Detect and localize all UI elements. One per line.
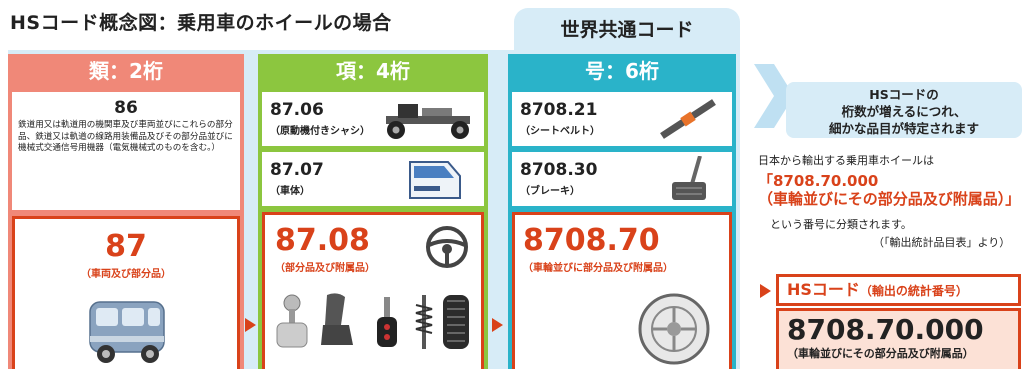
kou-entry-8706: 87.06 （原動機付きシャシ） — [262, 92, 484, 146]
wheel-rim-icon — [638, 293, 710, 365]
gou-entry-code: 8708.21 — [520, 100, 598, 120]
car-key-icon — [377, 297, 397, 347]
car-icon — [89, 301, 165, 363]
column-kou-header: 項：4桁 — [336, 59, 410, 83]
kou-entry-sub: （原動機付きシャシ） — [270, 126, 370, 137]
hs-code-label: HSコード（輸出の統計番号） — [776, 274, 1021, 306]
seatbelt-icon — [660, 99, 716, 139]
chassis-icon — [386, 104, 470, 139]
export-note-source: （「輸出統計品目表」より） — [873, 236, 1011, 249]
steering-wheel-icon — [426, 226, 468, 268]
rui-highlight-sub: （車両及び部分品） — [81, 269, 171, 280]
export-note-code-line: 「8708.70.000 — [758, 172, 879, 190]
column-gou: 号：6桁 8708.21 （シートベルト） 8708.30 （ブレーキ） 870… — [508, 54, 736, 369]
kou-highlight-code: 87.08 — [275, 223, 370, 258]
kou-entry-8707: 87.07 （車体） — [262, 152, 484, 206]
arrow-rui-to-kou — [245, 318, 256, 332]
column-kou: 項：4桁 87.06 （原動機付きシャシ） 87.07 （車体） 87.08 — [258, 54, 488, 369]
arrow-kou-to-gou — [492, 318, 503, 332]
gou-entry-870830: 8708.30 （ブレーキ） — [512, 152, 732, 206]
tire-icon — [443, 295, 469, 349]
arrow-to-hs-code — [760, 284, 771, 298]
rui-entry-code: 86 — [114, 98, 138, 118]
right-message-line: 細かな品目が特定されます — [828, 121, 979, 136]
kou-highlight-8708: 87.08 （部分品及び附属品） — [262, 212, 484, 369]
rui-highlight-87: 87 （車両及び部分品） — [12, 216, 240, 369]
column-rui: 類：2桁 86 鉄道用又は軌道用の機関車及び車両並びにこれらの部分品、鉄道又は軌… — [8, 54, 244, 369]
hs-code-final: 8708.70.000 — [787, 313, 984, 346]
rui-highlight-code: 87 — [105, 229, 147, 264]
kou-highlight-sub: （部分品及び附属品） — [275, 263, 375, 274]
export-note: 日本から輸出する乗用車ホイールは — [758, 154, 934, 167]
gear-shifter-icon — [276, 294, 308, 348]
export-note-classified: という番号に分類されます。 — [770, 218, 912, 231]
gou-entry-code: 8708.30 — [520, 160, 598, 180]
right-message-box: HSコードの 桁数が増えるにつれ、 細かな品目が特定されます — [786, 82, 1022, 138]
rui-entry-desc: 鉄道用又は軌道用の機関車及び車両並びにこれらの部分品、鉄道又は軌道の線路用装備品… — [18, 120, 233, 153]
kou-entry-sub: （車体） — [270, 186, 310, 197]
right-message-line: HSコードの — [869, 87, 939, 102]
common-code-tab: 世界共通コード — [514, 8, 740, 50]
gou-highlight-870870: 8708.70 （車輪並びに部分品及び附属品） — [512, 212, 732, 369]
export-note-code: 「8708.70.000 （車輪並びにその部分品及び附属品）」 — [758, 172, 1020, 208]
shock-absorber-icon — [415, 295, 433, 349]
gou-entry-870821: 8708.21 （シートベルト） — [512, 92, 732, 146]
page-title: HSコード概念図：乗用車のホイールの場合 — [10, 12, 392, 34]
gou-entry-sub: （シートベルト） — [520, 126, 600, 137]
car-seat-icon — [321, 293, 353, 345]
gou-highlight-code: 8708.70 — [523, 223, 660, 258]
gou-highlight-sub: （車輪並びに部分品及び附属品） — [523, 263, 673, 274]
big-arrow-right — [754, 64, 794, 128]
column-rui-header: 類：2桁 — [89, 59, 163, 83]
export-note-code-line: （車輪並びにその部分品及び附属品）」 — [758, 190, 1021, 208]
kou-entry-code: 87.07 — [270, 160, 324, 180]
rui-entry-86: 86 鉄道用又は軌道用の機関車及び車両並びにこれらの部分品、鉄道又は軌道の線路用… — [12, 92, 240, 210]
gou-entry-sub: （ブレーキ） — [520, 186, 580, 197]
hs-code-final-sub: （車輪並びにその部分品及び附属品） — [787, 347, 974, 360]
hs-code-label-small: （輸出の統計番号） — [859, 284, 968, 298]
hs-code-label-main: HSコード — [787, 280, 860, 299]
right-message-line: 桁数が増えるにつれ、 — [841, 104, 967, 119]
brake-pedal-icon — [672, 156, 706, 200]
hs-code-final-box: 8708.70.000 （車輪並びにその部分品及び附属品） — [776, 308, 1021, 369]
kou-entry-code: 87.06 — [270, 100, 324, 120]
column-gou-header: 号：6桁 — [585, 59, 659, 83]
truck-cab-icon — [409, 161, 461, 199]
